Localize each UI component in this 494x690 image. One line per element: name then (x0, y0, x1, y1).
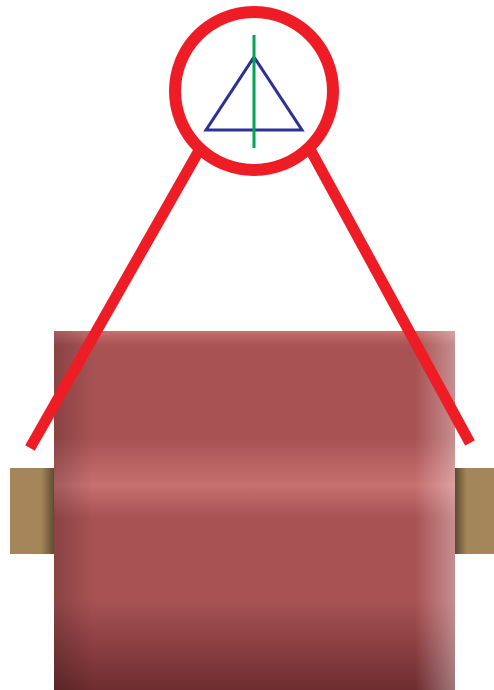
roll (54, 331, 455, 690)
right-core-end (452, 468, 494, 554)
roll-body (54, 331, 455, 690)
left-core-end (10, 468, 58, 554)
